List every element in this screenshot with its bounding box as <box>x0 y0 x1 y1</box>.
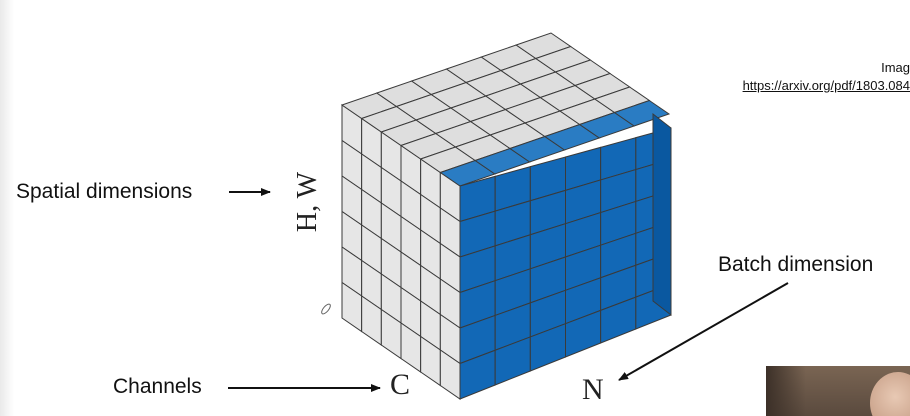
arrows <box>228 188 789 392</box>
tensor-cube <box>340 32 672 400</box>
channels-label: Channels <box>113 375 202 398</box>
webcam-thumbnail <box>766 366 910 416</box>
batch-arrow <box>618 282 789 381</box>
webcam-background <box>766 366 806 416</box>
hw-axis-label: H, W <box>292 171 324 233</box>
image-credit: Imag https://arxiv.org/pdf/1803.084 <box>670 60 910 93</box>
batch-dimension-label: Batch dimension <box>718 253 874 276</box>
batch-top-cell <box>613 99 671 127</box>
spatial-dimensions-label: Spatial dimensions <box>16 180 193 203</box>
pen-cursor-icon <box>321 303 331 315</box>
left-edge-shadow <box>0 0 14 416</box>
arxiv-link[interactable]: https://arxiv.org/pdf/1803.084 <box>742 78 910 93</box>
image-credit-text: Imag <box>881 60 910 75</box>
batch-side-face <box>652 112 672 317</box>
presenter-face <box>870 372 910 416</box>
n-axis-label: N <box>582 373 604 406</box>
c-axis-label: C <box>390 368 411 401</box>
